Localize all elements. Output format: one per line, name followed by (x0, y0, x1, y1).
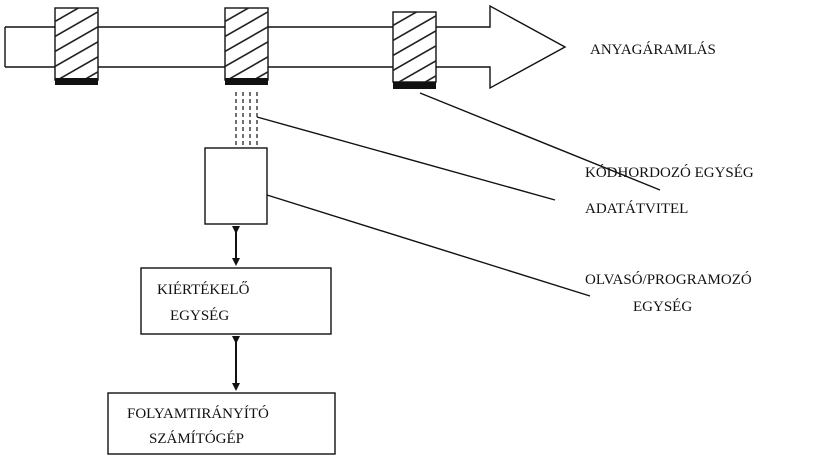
evaluator-label-line2: EGYSÉG (170, 307, 229, 324)
material-flow-arrow (5, 4, 567, 90)
evaluator-label-line1: KIÉRTÉKELŐ (157, 281, 250, 298)
label-material-flow: ANYAGÁRAMLÁS (590, 41, 716, 58)
code-carrier-tag-3 (392, 11, 437, 89)
label-data-transfer: ADATÁTVITEL (585, 200, 688, 217)
code-carrier-tag-1 (54, 7, 99, 85)
leader-data-transfer (256, 116, 556, 201)
reader-programmer-unit (204, 147, 268, 225)
evaluator-box (140, 267, 332, 335)
process-control-computer-box (107, 392, 336, 455)
computer-label-line1: FOLYAMTIRÁNYÍTÓ (127, 405, 269, 422)
leader-reader-programmer (266, 194, 591, 297)
leader-code-carrier (419, 92, 661, 191)
data-transfer-lines (235, 92, 258, 148)
label-reader-programmer-line2: EGYSÉG (633, 298, 692, 315)
code-carrier-tag-2 (224, 7, 269, 85)
computer-label-line2: SZÁMÍTÓGÉP (149, 430, 244, 447)
label-reader-programmer-line1: OLVASÓ/PROGRAMOZÓ (585, 271, 752, 288)
label-code-carrier: KÓDHORDOZÓ EGYSÉG (585, 164, 754, 181)
